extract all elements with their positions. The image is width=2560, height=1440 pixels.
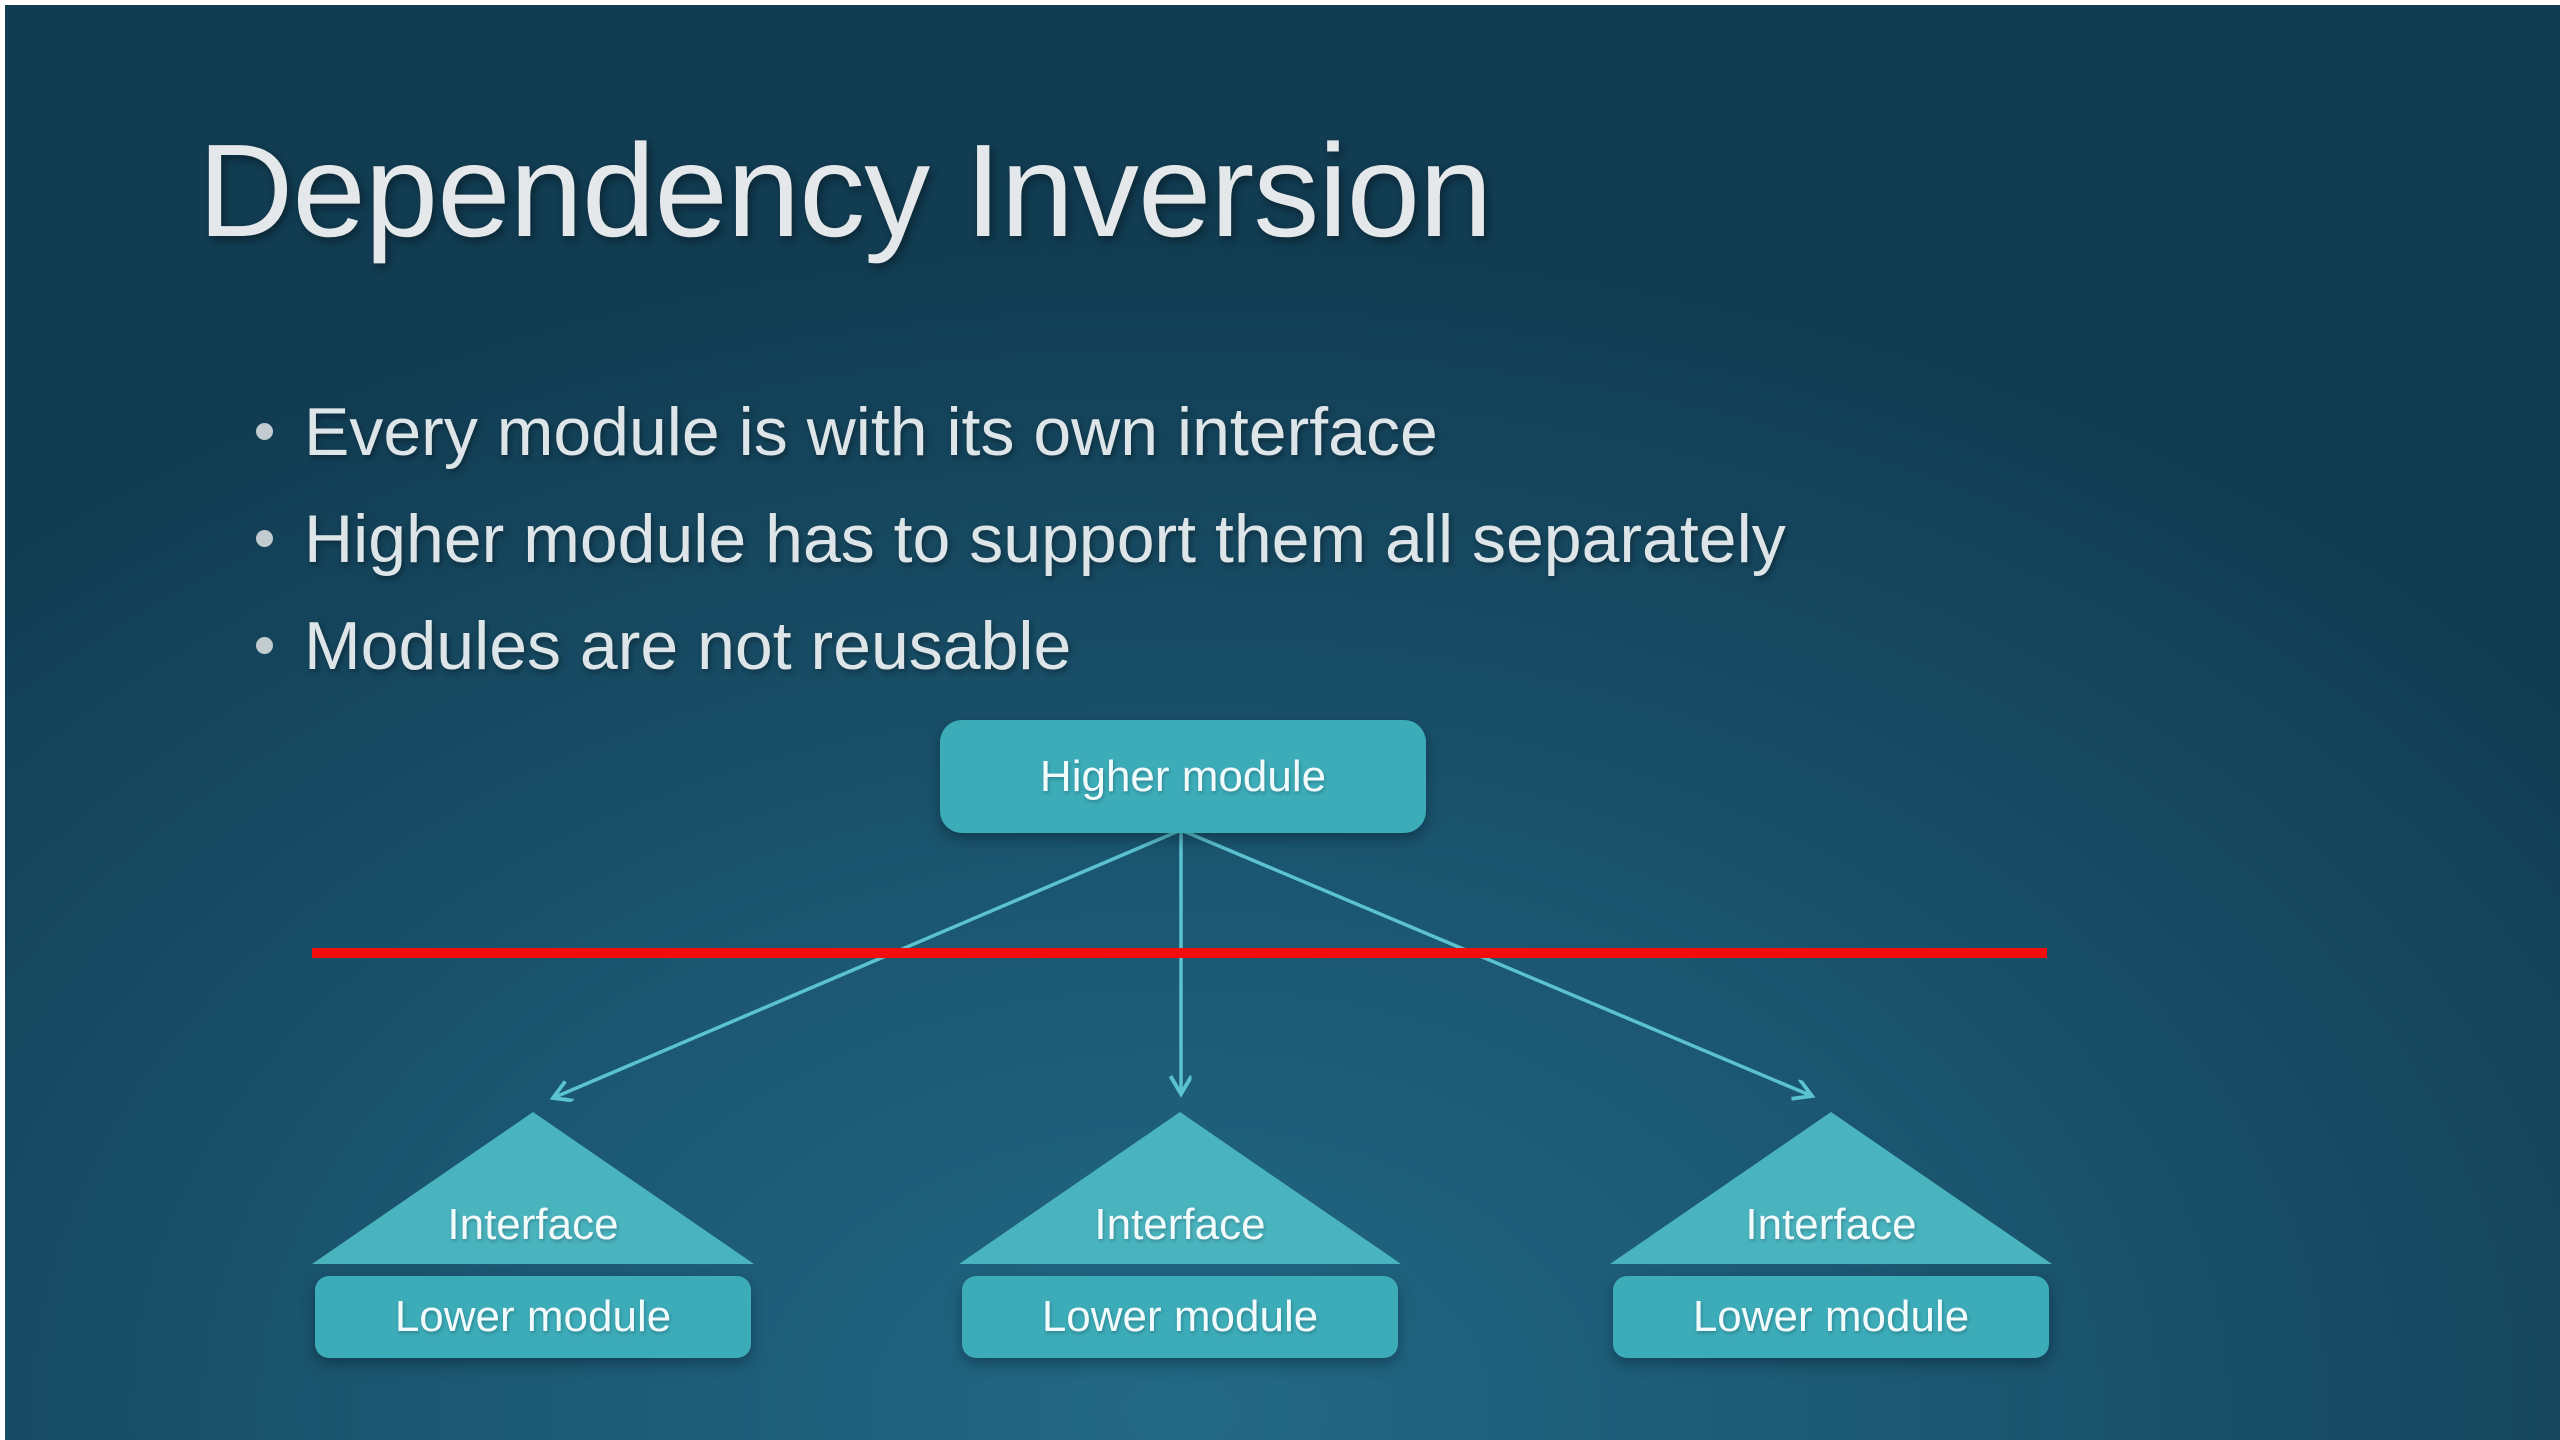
lower-module-label: Lower module [1041,1292,1319,1341]
connector-line-right [1180,828,1812,1096]
bullet-icon [256,423,273,440]
list-item: Modules are not reusable [256,592,1786,699]
bullet-text: Modules are not reusable [304,607,1072,684]
bullet-icon [256,530,273,547]
page-title: Dependency Inversion [198,117,1492,264]
lower-module-label: Lower module [394,1292,672,1341]
bullet-list: Every module is with its own interface H… [256,378,1786,699]
connector-line-left [553,828,1182,1098]
interface-label: Interface [1745,1200,1917,1249]
lower-module-box: Lower module [962,1276,1398,1358]
higher-module-label: Higher module [1039,751,1327,801]
list-item: Higher module has to support them all se… [256,485,1786,592]
interface-label: Interface [447,1200,619,1249]
lower-module-box: Lower module [1613,1276,2049,1358]
list-item: Every module is with its own interface [256,378,1786,485]
higher-module-box: Higher module [940,720,1426,833]
bullet-text: Higher module has to support them all se… [304,500,1786,577]
interface-label: Interface [1094,1200,1266,1249]
lower-module-label: Lower module [1692,1292,1970,1341]
lower-module-box: Lower module [315,1276,751,1358]
bullet-text: Every module is with its own interface [304,393,1438,470]
bullet-icon [256,637,273,654]
